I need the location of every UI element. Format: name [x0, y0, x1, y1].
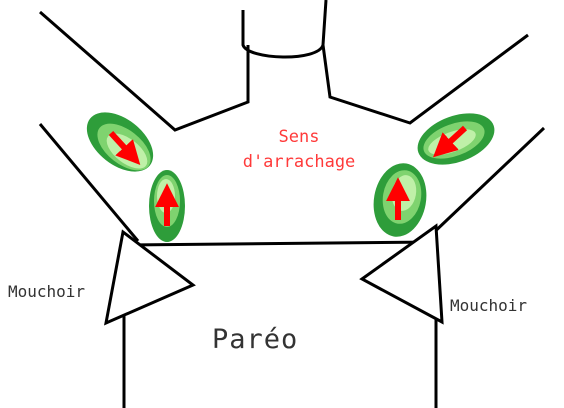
- sarong-label: Paréo: [212, 326, 298, 353]
- pull-direction-label-line1: Sens: [219, 125, 379, 150]
- left-arm-upper-outline: [40, 12, 248, 130]
- handkerchief-left-label: Mouchoir: [8, 284, 85, 300]
- handkerchief-right-label: Mouchoir: [450, 298, 527, 314]
- handkerchief-right-triangle: [362, 226, 442, 322]
- pull-direction-label-line2: d'arrachage: [219, 150, 379, 175]
- pull-direction-label: Sens d'arrachage: [219, 125, 379, 175]
- head-outline: [243, 0, 326, 57]
- right-arm-upper-outline: [323, 35, 528, 123]
